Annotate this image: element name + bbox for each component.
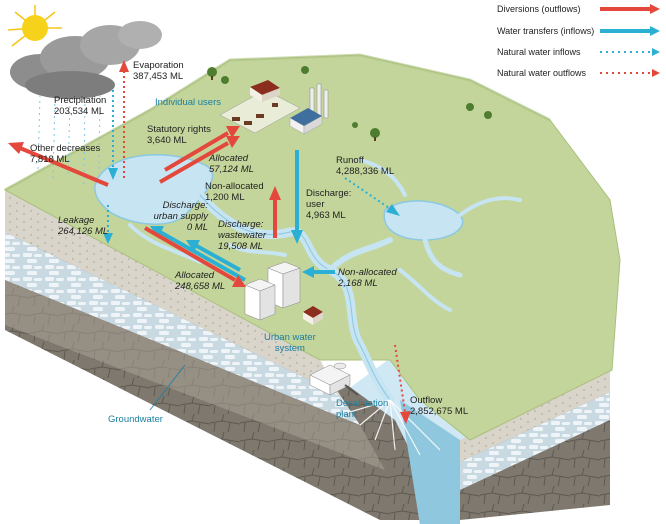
legend-water-transfers: Water transfers (inflows) — [497, 26, 595, 36]
legend-natural-outflows: Natural water outflows — [497, 68, 587, 78]
arrow-discharge-user — [291, 150, 303, 244]
urban-buildings — [244, 261, 323, 325]
river-network — [128, 158, 522, 405]
arrow-allocated-top — [159, 136, 240, 184]
label-groundwater: Groundwater — [108, 414, 163, 425]
label-individual-users: Individual users — [155, 97, 222, 108]
legend-natural-inflows: Natural water inflows — [497, 47, 581, 57]
ground-block-right — [400, 370, 610, 524]
arrow-discharge-wastewater — [186, 240, 241, 272]
ground-block-left — [5, 190, 445, 520]
sun-icon — [7, 5, 62, 47]
arrow-outflow — [394, 344, 411, 424]
rain-drops — [37, 94, 101, 186]
arrow-evaporation — [119, 60, 129, 178]
legend-swatches — [600, 4, 660, 77]
arrow-nonallocated-bottom — [302, 266, 335, 278]
arrow-precipitation — [108, 90, 118, 180]
rain-cloud-icon — [10, 21, 162, 99]
groundwater-leader — [149, 364, 186, 411]
arrow-nonallocated-top — [269, 186, 281, 238]
outflow-fan — [349, 399, 441, 456]
farm-buildings — [219, 80, 301, 134]
legend-diversions: Diversions (outflows) — [497, 4, 581, 14]
trees — [207, 66, 492, 141]
arrow-leakage — [103, 205, 113, 244]
lake — [383, 200, 464, 241]
desalination-building — [309, 362, 359, 396]
arrow-runoff — [344, 177, 400, 216]
arrow-discharge-urban-supply — [150, 226, 246, 282]
arrow-other-decreases — [8, 142, 109, 187]
arrow-statutory-rights — [163, 126, 240, 172]
arrow-allocated-bottom — [143, 226, 246, 287]
factory — [289, 83, 329, 135]
